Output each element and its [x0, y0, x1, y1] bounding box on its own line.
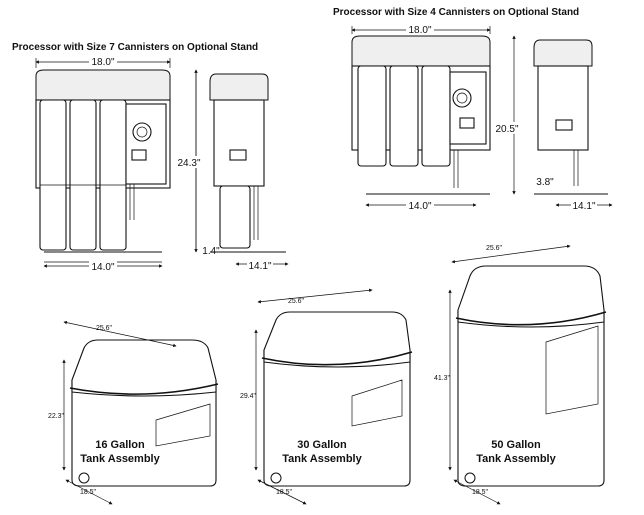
tank-50-gallon — [455, 265, 607, 487]
processor-size7-side — [209, 73, 286, 253]
pressure-gauge-icon-2 — [452, 88, 472, 108]
tank-16-depth-label: 18.5" — [80, 489, 97, 496]
tank-50-subtitle: Tank Assembly — [476, 453, 556, 465]
tank-16-subtitle: Tank Assembly — [80, 453, 160, 465]
tank-16-width-label: 25.6" — [96, 325, 113, 332]
tank-30-name: 30 Gallon — [297, 439, 347, 451]
tank-50-depth-label: 18.5" — [472, 489, 489, 496]
size7-width-top-label: 18.0" — [91, 57, 114, 68]
tank-30-height-label: 29.4" — [240, 393, 257, 400]
size4-width-top-label: 18.0" — [408, 25, 431, 36]
size7-offset-label: 1.4" — [202, 246, 220, 257]
size4-offset-label: 3.8" — [536, 177, 554, 188]
size7-height-label: 24.3" — [177, 158, 200, 169]
heading-size7: Processor with Size 7 Cannisters on Opti… — [12, 42, 258, 53]
size4-height-label: 20.5" — [495, 124, 518, 135]
tank-30-gallon — [261, 311, 413, 487]
tank-30-width-label: 25.6" — [288, 298, 305, 305]
pressure-gauge-icon — [132, 122, 152, 142]
heading-size4: Processor with Size 4 Cannisters on Opti… — [333, 7, 579, 18]
tank-50-width-label: 25.6" — [486, 245, 503, 252]
tank-50-name: 50 Gallon — [491, 439, 541, 451]
tank-50-height-label: 41.3" — [434, 375, 451, 382]
tank-30-depth-label: 18.5" — [276, 489, 293, 496]
size7-side-depth-label: 14.1" — [248, 261, 271, 272]
tank-16-name: 16 Gallon — [95, 439, 145, 451]
tank-30-subtitle: Tank Assembly — [282, 453, 362, 465]
tank-16-height-label: 22.3" — [48, 413, 65, 420]
processor-size7-front — [35, 69, 171, 253]
size7-width-base-label: 14.0" — [91, 262, 114, 273]
size4-side-depth-label: 14.1" — [572, 201, 595, 212]
processor-size4-side — [533, 39, 608, 195]
tank-16-gallon — [69, 339, 219, 487]
processor-size4-front — [351, 35, 491, 195]
size4-width-base-label: 14.0" — [408, 201, 431, 212]
